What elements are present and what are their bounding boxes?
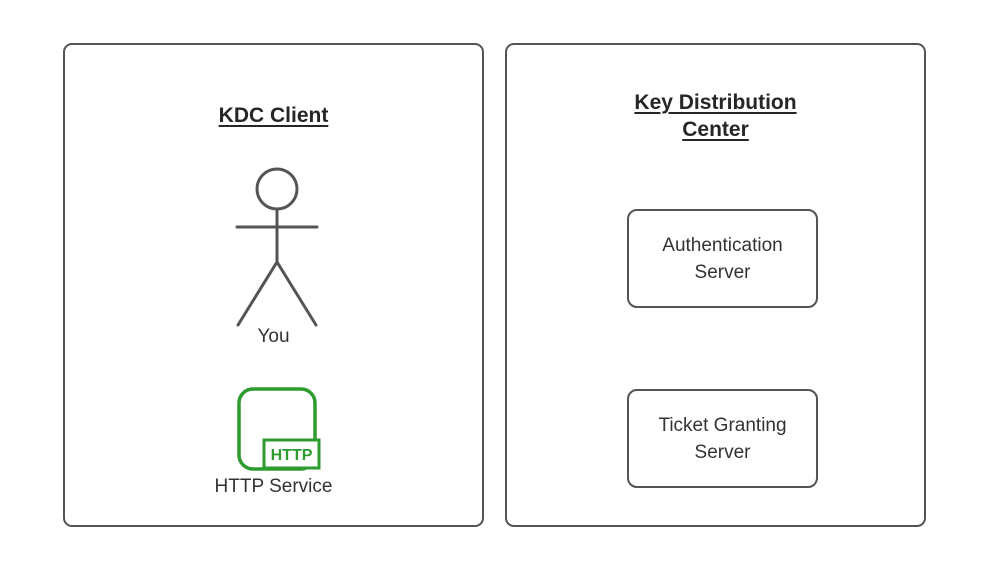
kdc-client-panel-title: KDC Client xyxy=(218,104,329,127)
stick-figure-icon xyxy=(235,167,319,327)
http-icon-text: HTTP xyxy=(271,447,313,464)
http-icon-badge xyxy=(262,438,321,470)
authentication-server-box: Authentication Server xyxy=(627,209,818,308)
stick-figure-left-leg xyxy=(236,260,279,327)
actor-label: You xyxy=(257,326,290,347)
http-service-label: HTTP Service xyxy=(214,476,333,497)
http-service-icon: HTTP xyxy=(237,387,321,471)
stick-figure-right-leg xyxy=(275,260,318,327)
key-distribution-center-panel: Key Distribution Center Authentication S… xyxy=(505,43,926,527)
authentication-server-label: Authentication Server xyxy=(662,234,783,283)
kdc-panel-title: Key Distribution Center xyxy=(634,91,797,141)
kdc-client-panel: KDC Client You HTTP HTTP Service xyxy=(63,43,484,527)
ticket-granting-server-box: Ticket Granting Server xyxy=(627,389,818,488)
stick-figure-head xyxy=(255,167,299,211)
ticket-granting-server-label: Ticket Granting Server xyxy=(658,414,787,463)
